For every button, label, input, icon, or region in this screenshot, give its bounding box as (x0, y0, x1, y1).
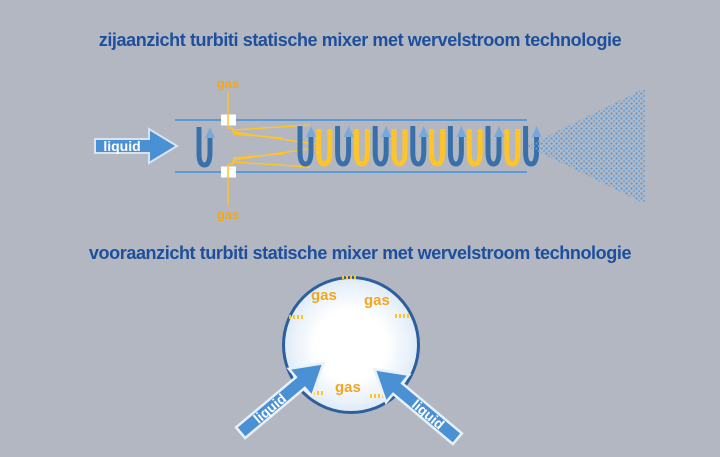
blue-arrow-u (450, 126, 466, 164)
blue-arrow-u (488, 126, 504, 164)
gas-label-front-bottom: gas (335, 379, 361, 396)
front-view-diagram: gas gas gas liquid liquid (0, 265, 720, 455)
yellow-u (394, 129, 405, 164)
liquid-label-left: liquid (250, 390, 289, 426)
gas-label-front-right: gas (364, 292, 390, 309)
gas-nozzle-mark (395, 314, 411, 318)
gas-nozzle-fan-top (232, 124, 316, 145)
front-view-title: vooraanzicht turbiti statische mixer met… (88, 243, 632, 263)
gas-nozzle-mark (342, 275, 358, 279)
blue-arrow-u (413, 126, 429, 164)
yellow-u (319, 129, 330, 164)
liquid-inlet-arrow: liquid (94, 127, 179, 165)
mixer-elements (300, 126, 542, 164)
yellow-u (432, 129, 443, 164)
liquid-inlet-arrow-left: liquid (234, 361, 326, 440)
liquid-inlet-arrow-right: liquid (372, 367, 464, 446)
gas-label-top: gas (217, 76, 239, 91)
yellow-u (469, 129, 480, 164)
outlet-spray-cone (527, 88, 645, 204)
blue-arrow-u (300, 126, 316, 164)
yellow-u (356, 129, 367, 164)
gas-nozzle-mark (309, 391, 325, 395)
gas-nozzle-mark (289, 315, 305, 319)
liquid-inlet-label: liquid (103, 138, 140, 154)
gas-label-bottom: gas (217, 207, 239, 222)
blue-arrow-u (199, 127, 215, 165)
blue-arrow-u (338, 126, 354, 164)
blue-arrow-u (375, 126, 391, 164)
gas-nozzle-mark (370, 394, 386, 398)
side-view-diagram: gas gas liquid (94, 76, 645, 222)
gas-label-front-left: gas (311, 287, 337, 304)
yellow-u (507, 129, 518, 164)
liquid-label-right: liquid (409, 396, 448, 432)
gas-feed-line-top (227, 92, 234, 132)
side-view-title: zijaanzicht turbiti statische mixer met … (98, 30, 622, 50)
